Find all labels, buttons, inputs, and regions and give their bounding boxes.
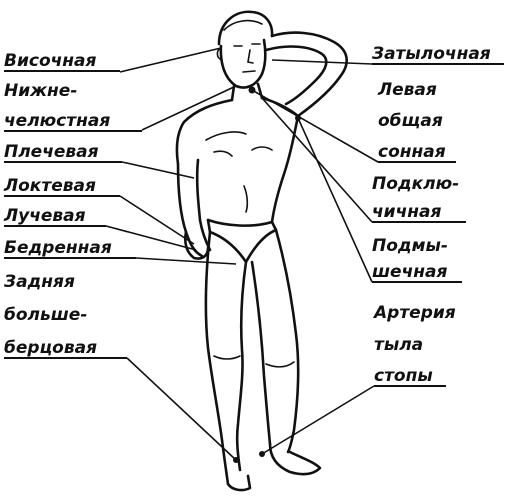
- label-posterior-tibial-line2: больше-: [4, 305, 87, 325]
- leader-radial: [106, 226, 196, 250]
- label-left-common-carotid-line3: сонная: [378, 142, 446, 162]
- right-labels: Затылочная Левая общая сонная Подклю- чи…: [371, 44, 504, 386]
- label-axillary-line1: Подмы-: [372, 236, 448, 256]
- leader-left-common-carotid: [252, 90, 378, 162]
- label-subclavian-line1: Подклю-: [372, 174, 459, 194]
- label-ulnar: Локтевая: [3, 176, 96, 196]
- pressure-point-posterior-tibial: [233, 457, 239, 463]
- leader-occipital: [272, 60, 372, 64]
- leader-posterior-tibial: [127, 358, 236, 460]
- leader-femoral: [136, 258, 236, 264]
- pressure-point-carotid: [249, 87, 256, 94]
- label-axillary-line2: шечная: [372, 262, 447, 282]
- pressure-point-dorsalis-pedis: [259, 451, 265, 457]
- leader-mandibular: [142, 86, 236, 130]
- pressure-point-axillary: [295, 115, 301, 121]
- label-mandibular-line1: Нижне-: [4, 81, 77, 101]
- label-radial: Лучевая: [3, 206, 86, 226]
- label-posterior-tibial-line3: берцовая: [4, 338, 97, 358]
- left-labels: Височная Нижне- челюстная Плечевая Локте…: [3, 51, 142, 358]
- label-subclavian-line2: чичная: [372, 202, 441, 222]
- label-left-common-carotid-line2: общая: [378, 111, 443, 131]
- leader-dorsalis-pedis: [262, 386, 374, 454]
- label-dorsalis-pedis-line3: стопы: [374, 366, 433, 386]
- label-brachial: Плечевая: [4, 142, 99, 162]
- leader-brachial: [122, 162, 194, 178]
- leader-axillary: [298, 118, 372, 282]
- label-femoral: Бедренная: [4, 238, 112, 258]
- leader-lines: [106, 48, 378, 460]
- label-left-common-carotid-line1: Левая: [377, 80, 437, 100]
- label-dorsalis-pedis-line2: тыла: [374, 335, 423, 355]
- label-dorsalis-pedis-line1: Артерия: [372, 303, 456, 323]
- leader-temporal: [120, 48, 221, 72]
- label-occipital: Затылочная: [371, 44, 491, 64]
- label-mandibular-line2: челюстная: [4, 111, 110, 131]
- label-temporal: Височная: [4, 51, 97, 71]
- label-posterior-tibial-line1: Задняя: [3, 272, 75, 292]
